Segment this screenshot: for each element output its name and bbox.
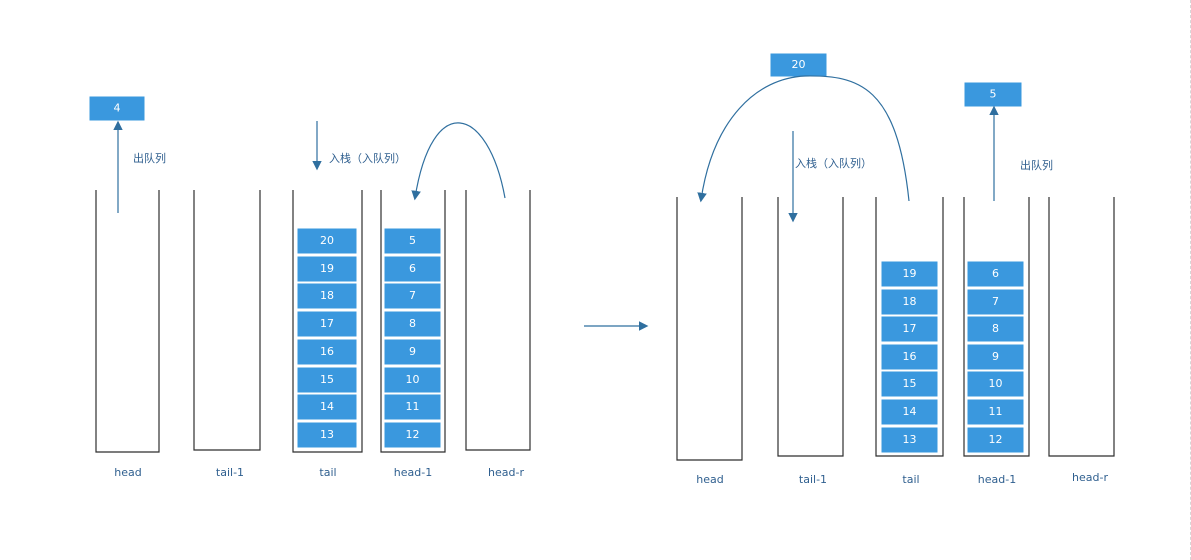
right-head-1-item-label: 9 <box>992 350 999 363</box>
right-head-1-item: 11 <box>966 398 1025 426</box>
right-floating-item: 20 <box>769 52 828 78</box>
left-head-1-item-label: 8 <box>409 317 416 330</box>
left-head-1-item: 6 <box>383 255 442 283</box>
right-head-1-item: 12 <box>966 426 1025 454</box>
right-head-1-item-label: 10 <box>989 377 1003 390</box>
left-tail-item: 19 <box>296 255 358 283</box>
right-popped-item-label: 5 <box>990 88 997 101</box>
left-pop-label: 出队列 <box>133 151 166 165</box>
left-head-1-item-label: 11 <box>406 400 420 413</box>
right-tail-stack: 19 18 17 16 15 14 <box>880 260 939 454</box>
right-stack-tail-outline <box>875 197 944 457</box>
right-pop-label: 出队列 <box>1020 158 1053 172</box>
right-head-1-item: 10 <box>966 370 1025 398</box>
left-tail-item-label: 19 <box>320 262 334 275</box>
right-tail-item: 13 <box>880 426 939 454</box>
left-head-1-item-label: 6 <box>409 262 416 275</box>
right-tail-label: tail <box>902 473 919 486</box>
right-tail-item-label: 17 <box>903 322 917 335</box>
left-head-1-stack: 5 6 7 8 9 10 1 <box>383 227 442 449</box>
right-tail-item-label: 15 <box>903 377 917 390</box>
left-head-1-item: 10 <box>383 366 442 394</box>
right-head-1-item-label: 8 <box>992 322 999 335</box>
right-floating-item-label: 20 <box>792 58 806 71</box>
left-head-r-label: head-r <box>488 466 524 479</box>
right-tail-item: 19 <box>880 260 939 288</box>
right-head-1-label: head-1 <box>978 473 1016 486</box>
right-head-1-item-label: 11 <box>989 405 1003 418</box>
right-head-1-stack: 6 7 8 9 10 11 <box>966 260 1025 454</box>
left-head-1-item: 8 <box>383 310 442 338</box>
left-tail-item: 17 <box>296 310 358 338</box>
left-tail-item-label: 16 <box>320 345 334 358</box>
right-head-1-item-label: 6 <box>992 267 999 280</box>
left-tail-item: 18 <box>296 282 358 310</box>
left-push-label: 入栈（入队列） <box>329 151 406 165</box>
left-popped-item-label: 4 <box>114 102 121 115</box>
left-curved-transfer-arrow <box>411 122 506 201</box>
left-tail-item-label: 15 <box>320 373 334 386</box>
left-stack-tail-1-outline <box>193 190 261 451</box>
right-tail-item: 17 <box>880 315 939 343</box>
left-stack-tail-outline <box>292 190 363 453</box>
right-tail-item: 15 <box>880 370 939 398</box>
right-tail-item-label: 19 <box>903 267 917 280</box>
right-tail-item: 14 <box>880 398 939 426</box>
left-head-1-item-label: 9 <box>409 345 416 358</box>
left-tail-item: 15 <box>296 366 358 394</box>
left-stack-head-r-outline <box>465 190 531 451</box>
right-curved-transfer-arrow <box>697 75 910 203</box>
right-head-r-label: head-r <box>1072 471 1108 484</box>
left-tail-item: 16 <box>296 338 358 366</box>
left-tail-item-label: 20 <box>320 234 334 247</box>
left-tail-1-label: tail-1 <box>216 466 244 479</box>
left-head-1-item: 11 <box>383 393 442 421</box>
right-head-label: head <box>696 473 723 486</box>
right-diagram: 19 18 17 16 15 14 <box>676 52 1115 486</box>
left-head-1-label: head-1 <box>394 466 432 479</box>
left-tail-item-label: 18 <box>320 289 334 302</box>
left-tail-item: 13 <box>296 421 358 449</box>
left-diagram: 20 19 18 17 16 15 <box>88 95 531 479</box>
left-head-1-item-label: 10 <box>406 373 420 386</box>
left-tail-item-label: 14 <box>320 400 334 413</box>
left-tail-label: tail <box>319 466 336 479</box>
right-tail-item-label: 18 <box>903 295 917 308</box>
left-head-1-item-label: 12 <box>406 428 420 441</box>
right-head-1-item-label: 7 <box>992 295 999 308</box>
left-stack-head-outline <box>95 190 160 453</box>
right-stack-head-r-outline <box>1048 197 1115 457</box>
right-tail-item: 16 <box>880 343 939 371</box>
left-head-1-item-label: 5 <box>409 234 416 247</box>
right-head-1-item: 8 <box>966 315 1025 343</box>
right-push-label: 入栈（入队列） <box>795 156 872 170</box>
left-head-1-item: 12 <box>383 421 442 449</box>
left-head-label: head <box>114 466 141 479</box>
right-stack-head-outline <box>676 197 743 461</box>
left-head-1-item: 5 <box>383 227 442 255</box>
left-head-1-item: 7 <box>383 282 442 310</box>
left-stack-head-1-outline <box>380 190 446 453</box>
left-head-1-item-label: 7 <box>409 289 416 302</box>
left-tail-stack: 20 19 18 17 16 15 <box>296 227 358 449</box>
right-stack-head-1-outline <box>963 197 1030 457</box>
right-stack-tail-1-outline <box>777 197 844 457</box>
right-head-1-item-label: 12 <box>989 433 1003 446</box>
left-tail-item-label: 17 <box>320 317 334 330</box>
right-head-1-item: 6 <box>966 260 1025 288</box>
right-tail-item-label: 14 <box>903 405 917 418</box>
left-popped-item: 4 <box>88 95 146 122</box>
right-head-1-item: 9 <box>966 343 1025 371</box>
right-tail-item-label: 13 <box>903 433 917 446</box>
right-head-1-item: 7 <box>966 288 1025 316</box>
right-tail-item: 18 <box>880 288 939 316</box>
left-tail-item-label: 13 <box>320 428 334 441</box>
right-tail-item-label: 16 <box>903 350 917 363</box>
right-tail-1-label: tail-1 <box>799 473 827 486</box>
left-tail-item: 20 <box>296 227 358 255</box>
right-popped-item: 5 <box>963 81 1023 108</box>
left-tail-item: 14 <box>296 393 358 421</box>
left-head-1-item: 9 <box>383 338 442 366</box>
